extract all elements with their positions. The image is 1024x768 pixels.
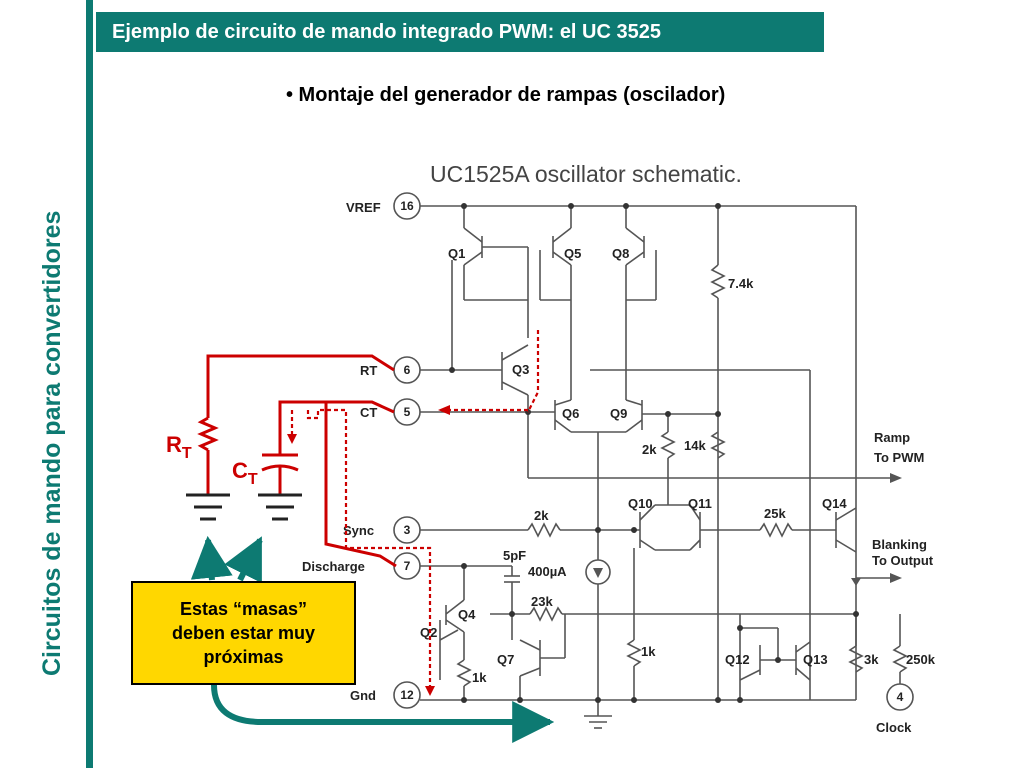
current-path-dotted <box>290 330 540 690</box>
label-q14: Q14 <box>822 496 847 511</box>
pin-clock: 4 Clock <box>876 683 914 735</box>
label-q11: Q11 <box>688 496 712 511</box>
svg-text:Clock: Clock <box>876 720 912 735</box>
pin-vref: 16 VREF <box>346 192 421 220</box>
label-3k: 3k <box>864 652 879 667</box>
label-q7: Q7 <box>497 652 514 667</box>
pin-gnd: 12 Gnd <box>350 681 421 709</box>
svg-text:4: 4 <box>897 690 904 704</box>
label-2k-a: 2k <box>642 442 657 457</box>
label-q4: Q4 <box>458 607 476 622</box>
label-1k-a: 1k <box>641 644 656 659</box>
label-q2: Q2 <box>420 625 437 640</box>
label-q12: Q12 <box>725 652 750 667</box>
note-box: Estas “masas” deben estar muy próximas <box>131 581 356 685</box>
page-title: Ejemplo de circuito de mando integrado P… <box>96 12 824 52</box>
rt-label: RT <box>166 432 192 462</box>
label-5pf: 5pF <box>503 548 526 563</box>
svg-text:3: 3 <box>404 523 411 537</box>
ct-label: CT <box>232 458 258 488</box>
note-line-1: Estas “masas” <box>179 599 308 619</box>
label-25k: 25k <box>764 506 786 521</box>
svg-text:RT: RT <box>360 363 377 378</box>
svg-text:Discharge: Discharge <box>302 559 365 574</box>
external-rt-ct-wiring <box>197 354 397 568</box>
label-q3: Q3 <box>512 362 529 377</box>
callout-arrows <box>190 535 555 743</box>
sidebar-bar <box>86 0 93 768</box>
label-7-4k: 7.4k <box>728 276 754 291</box>
pin-sync: 3 Sync <box>343 516 421 544</box>
pin-ct: 5 CT <box>360 398 421 426</box>
pin-discharge: 7 Discharge <box>302 552 421 580</box>
svg-text:5: 5 <box>404 405 411 419</box>
label-ramp: Ramp <box>874 430 910 445</box>
label-23k: 23k <box>531 594 553 609</box>
label-250k: 250k <box>906 652 936 667</box>
internal-wiring <box>420 205 908 729</box>
svg-text:7: 7 <box>404 559 411 573</box>
svg-text:12: 12 <box>400 688 414 702</box>
label-q10: Q10 <box>628 496 653 511</box>
label-q9: Q9 <box>610 406 627 421</box>
svg-text:6: 6 <box>404 363 411 377</box>
svg-text:CT: CT <box>360 405 377 420</box>
svg-text:Sync: Sync <box>343 523 374 538</box>
label-400ua: 400µA <box>528 564 567 579</box>
label-q6: Q6 <box>562 406 579 421</box>
ground-symbols <box>186 493 302 521</box>
label-q1: Q1 <box>448 246 465 261</box>
pin-rt: 6 RT <box>360 356 421 384</box>
label-blanking: Blanking <box>872 537 927 552</box>
svg-text:16: 16 <box>400 199 414 213</box>
label-q5: Q5 <box>564 246 581 261</box>
svg-text:VREF: VREF <box>346 200 381 215</box>
label-2k-b: 2k <box>534 508 549 523</box>
schematic-title: UC1525A oscillator schematic. <box>430 161 742 187</box>
label-14k: 14k <box>684 438 706 453</box>
note-line-2: deben estar muy <box>171 623 316 643</box>
label-q13: Q13 <box>803 652 828 667</box>
note-line-3: próximas <box>203 647 284 667</box>
label-1k-b: 1k <box>472 670 487 685</box>
label-to-pwm: To PWM <box>874 450 924 465</box>
svg-text:Gnd: Gnd <box>350 688 376 703</box>
subtitle: • Montaje del generador de rampas (oscil… <box>286 84 726 106</box>
label-q8: Q8 <box>612 246 629 261</box>
label-to-output: To Output <box>872 553 934 568</box>
